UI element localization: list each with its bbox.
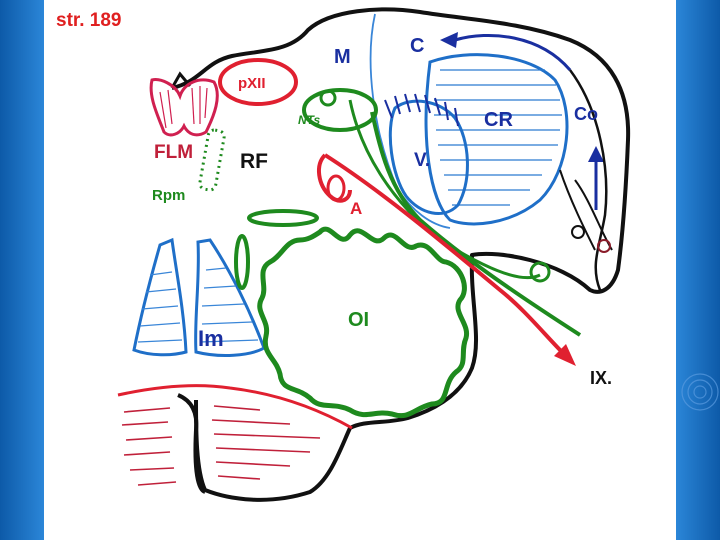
label-ix: IX. xyxy=(590,368,612,388)
slide-page xyxy=(44,0,676,540)
lemniscus-left xyxy=(132,237,188,357)
co-ganglion-2 xyxy=(597,239,611,253)
rpm-dotted xyxy=(198,128,226,192)
left-blue-border xyxy=(0,0,44,540)
lemniscus-hatching xyxy=(137,267,259,343)
ventral-fissure xyxy=(177,393,207,494)
ix-nerve-fiber xyxy=(323,153,564,354)
label-rf: RF xyxy=(240,150,268,173)
c-arrowhead xyxy=(440,32,458,48)
label-oi: OI xyxy=(348,309,369,331)
flm-shape xyxy=(149,78,219,137)
label-co: Co xyxy=(574,104,598,124)
co-arrowhead xyxy=(588,146,604,162)
pyramid-outline xyxy=(117,384,353,430)
co-ganglion-1 xyxy=(571,225,585,239)
flm-hatching xyxy=(159,86,208,129)
accessory-olive-side xyxy=(234,234,250,290)
accessory-olive-top xyxy=(247,209,319,227)
midline-hook xyxy=(170,71,192,89)
label-rpm: Rpm xyxy=(152,187,185,204)
oi-olive xyxy=(257,226,470,419)
nts-cell xyxy=(319,89,337,107)
label-flm: FLM xyxy=(154,142,193,163)
v-nucleus xyxy=(388,99,469,215)
right-blue-border xyxy=(676,0,720,540)
cr-hatching xyxy=(434,69,562,206)
page-label: str. 189 xyxy=(56,10,122,31)
lemniscus-right xyxy=(194,238,266,357)
label-m: M xyxy=(334,46,351,68)
label-pxii: pXII xyxy=(238,75,266,92)
cr-region xyxy=(424,53,569,226)
medulla-outline xyxy=(171,7,631,502)
c-arrow-path xyxy=(454,34,572,71)
label-v: V. xyxy=(414,150,430,171)
label-a: A xyxy=(350,199,362,218)
sensory-ganglion xyxy=(529,261,551,283)
swirl-decoration xyxy=(681,373,719,411)
nts-oval xyxy=(302,88,378,132)
label-nts: NTs xyxy=(298,113,321,127)
co-fibers xyxy=(559,169,613,251)
pyramid-hatching xyxy=(121,405,321,486)
label-c: C xyxy=(410,35,424,57)
v-hatching xyxy=(384,93,459,127)
co-outline xyxy=(568,69,608,291)
tractus-solitarius xyxy=(370,111,582,337)
ix-arrowhead xyxy=(554,344,576,366)
ambiguus-cell xyxy=(326,174,346,202)
label-im: Im xyxy=(198,326,224,351)
label-cr: CR xyxy=(484,109,513,131)
pxii-oval xyxy=(218,58,298,106)
